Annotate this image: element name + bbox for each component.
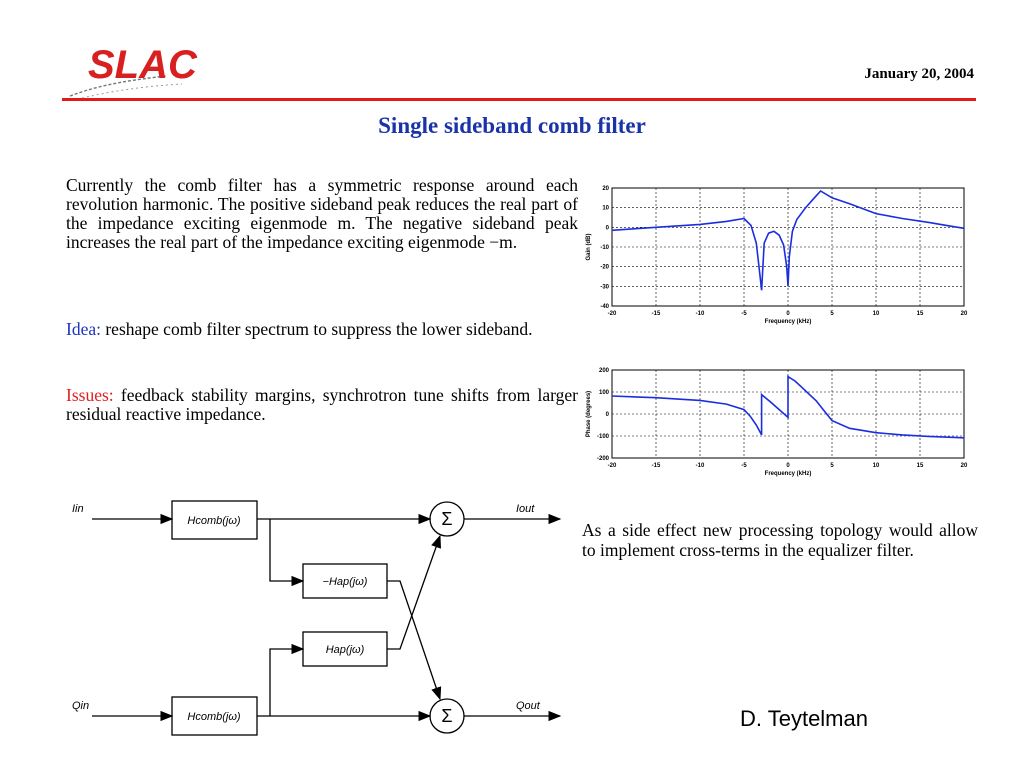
y-tick-label: -30 <box>600 284 609 290</box>
y-tick-label: 0 <box>606 225 610 231</box>
y-tick-label: 10 <box>602 206 609 212</box>
neg-allpass-label: −Hap(jω) <box>323 576 368 588</box>
x-tick-label: -10 <box>696 463 705 469</box>
x-tick-label: -15 <box>652 311 661 317</box>
x-tick-label: 10 <box>873 463 880 469</box>
comb-label-q: Hcomb(jω) <box>187 711 241 723</box>
slac-logo-text: SLAC <box>88 43 198 87</box>
slide-title: Single sideband comb filter <box>378 113 646 138</box>
y-axis-label: Gain (dB) <box>586 234 592 261</box>
x-axis-label: Frequency (kHz) <box>765 319 812 325</box>
header-date: January 20, 2004 <box>864 66 974 82</box>
series-line <box>611 189 965 291</box>
x-tick-label: 20 <box>961 311 968 317</box>
issues-paragraph: Issues: feedback stability margins, sync… <box>66 386 578 424</box>
y-tick-label: 20 <box>602 186 609 192</box>
output-i-label: Iout <box>516 503 535 515</box>
gain-chart: -20 -15 -10 -5 0 5 10 15 20 20 10 0 -10 -20 -30 -40Freq… <box>586 186 968 325</box>
y-tick-label: 100 <box>599 390 610 396</box>
x-tick-label: 0 <box>786 463 790 469</box>
x-tick-label: 5 <box>830 311 834 317</box>
x-tick-label: 20 <box>961 463 968 469</box>
x-tick-label: -20 <box>608 463 617 469</box>
y-tick-label: -10 <box>600 245 609 251</box>
input-q-label: Qin <box>72 700 89 712</box>
y-tick-label: -200 <box>597 456 610 462</box>
slac-logo: SLAC <box>62 40 232 102</box>
output-q-label: Qout <box>516 700 541 712</box>
x-tick-label: -20 <box>608 311 617 317</box>
idea-label: Idea: <box>66 319 101 339</box>
y-tick-label: -20 <box>600 265 609 271</box>
idea-paragraph: Idea: reshape comb filter spectrum to su… <box>66 320 578 339</box>
issues-label: Issues: <box>66 385 114 405</box>
idea-text: reshape comb filter spectrum to suppress… <box>100 319 533 339</box>
x-axis-label: Frequency (kHz) <box>765 471 812 477</box>
x-tick-label: 5 <box>830 463 834 469</box>
intro-paragraph: Currently the comb filter has a symmetri… <box>66 175 578 252</box>
side-note: As a side effect new processing topology… <box>582 520 978 560</box>
x-tick-label: -15 <box>652 463 661 469</box>
author-name: D. Teytelman <box>740 706 868 731</box>
allpass-label: Hap(jω) <box>326 644 365 656</box>
y-tick-label: -100 <box>597 434 610 440</box>
comb-filter-block-i <box>171 500 258 540</box>
issues-text: feedback stability margins, synchrotron … <box>66 385 578 424</box>
x-tick-label: 10 <box>873 311 880 317</box>
x-tick-label: -5 <box>741 463 747 469</box>
sum-symbol-i: Σ <box>441 509 452 529</box>
phase-chart: -20 -15 -10 -5 0 5 10 15 20 200 100 0 -100 -200Freque… <box>586 368 968 477</box>
x-tick-label: 15 <box>917 311 924 317</box>
input-i-label: Iin <box>72 503 84 515</box>
x-tick-label: 0 <box>786 311 790 317</box>
sum-symbol-q: Σ <box>441 706 452 726</box>
x-tick-label: 15 <box>917 463 924 469</box>
y-tick-label: -40 <box>600 304 609 310</box>
x-tick-label: -5 <box>741 311 747 317</box>
y-axis-label: Phase (degrees) <box>586 391 592 437</box>
comb-label-i: Hcomb(jω) <box>187 515 241 527</box>
block-diagram: Iin Qin Iout Qout Hcomb(jω) Hcomb(jω) −H… <box>72 500 562 736</box>
header-rule <box>62 98 976 101</box>
y-tick-label: 0 <box>606 412 610 418</box>
y-tick-label: 200 <box>599 368 610 374</box>
series-line <box>611 375 965 439</box>
x-tick-label: -10 <box>696 311 705 317</box>
